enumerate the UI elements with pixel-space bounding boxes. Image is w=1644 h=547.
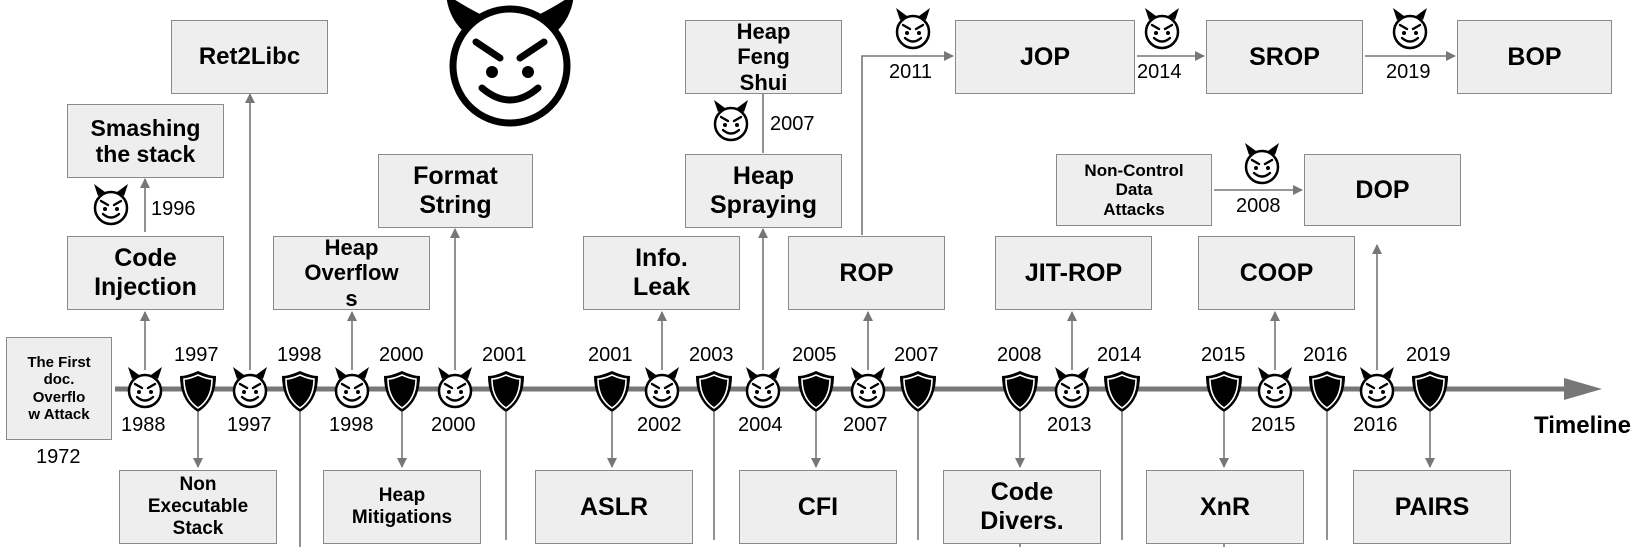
box-dop: DOP: [1304, 154, 1461, 226]
defense-shield-icon-2001b: [593, 370, 631, 413]
box-jit-rop: JIT-ROP: [995, 236, 1152, 310]
year-defense-1998: 1998: [277, 344, 322, 366]
defense-shield-icon-2014: [1103, 370, 1141, 413]
year-defense-2016: 2016: [1303, 344, 1348, 366]
attack-devil-icon-1997: [231, 365, 269, 409]
jop-devil-icon: [894, 6, 932, 50]
box-heap-spraying: Heap Spraying: [685, 154, 842, 228]
attack-devil-icon-2004: [744, 365, 782, 409]
box-rop: ROP: [788, 236, 945, 310]
bop-devil-icon: [1391, 6, 1429, 50]
year-defense-2003: 2003: [689, 344, 734, 366]
box-code-diversity: Code Divers.: [943, 470, 1101, 544]
smashing-devil-icon: [92, 182, 130, 226]
defense-shield-icon-1998: [281, 370, 319, 413]
defense-shield-icon-2005: [797, 370, 835, 413]
year-bop-2019: 2019: [1386, 61, 1431, 83]
box-heap-feng-shui: Heap Feng Shui: [685, 19, 842, 95]
attack-devil-icon-2016: [1358, 365, 1396, 409]
box-ret2libc: Ret2Libc: [171, 20, 328, 94]
defense-shield-icon-2016: [1308, 370, 1346, 413]
attack-devil-icon-2002: [643, 365, 681, 409]
defense-shield-icon-2015: [1205, 370, 1243, 413]
year-defense-2001b: 2001: [588, 344, 633, 366]
attack-devil-icon-2013: [1053, 365, 1091, 409]
dop-devil-icon: [1243, 141, 1281, 185]
box-non-executable-stack: Non Executable Stack: [119, 470, 277, 544]
attack-devil-icon-2007: [849, 365, 887, 409]
defense-descenders: [299, 412, 1328, 547]
defense-connectors: [193, 412, 1435, 468]
year-attack-2007: 2007: [843, 414, 888, 436]
box-xnr: XnR: [1146, 470, 1304, 544]
box-pairs: PAIRS: [1353, 470, 1511, 544]
year-attack-2016: 2016: [1353, 414, 1398, 436]
srop-devil-icon: [1143, 6, 1181, 50]
year-defense-2001: 2001: [482, 344, 527, 366]
defense-shield-icon-2019: [1411, 370, 1449, 413]
year-defense-2007: 2007: [894, 344, 939, 366]
defense-shield-icon-1997: [179, 370, 217, 413]
year-defense-2015: 2015: [1201, 344, 1246, 366]
box-heap-mitigations: Heap Mitigations: [323, 470, 481, 544]
defense-shield-icon-2001: [487, 370, 525, 413]
box-coop: COOP: [1198, 236, 1355, 310]
attack-devil-icon-2000: [436, 365, 474, 409]
box-jop: JOP: [955, 20, 1135, 94]
year-1972: 1972: [36, 446, 81, 468]
defense-shield-icon-2000: [383, 370, 421, 413]
box-heap-overflows: Heap Overflow s: [273, 235, 430, 311]
defense-shield-icon-2003: [695, 370, 733, 413]
year-defense-2014: 2014: [1097, 344, 1142, 366]
large-devil-icon: [446, 0, 574, 127]
year-defense-2019: 2019: [1406, 344, 1451, 366]
attack-devil-icon-1988: [126, 365, 164, 409]
year-feng-shui-2007: 2007: [770, 113, 815, 135]
year-attack-2002: 2002: [637, 414, 682, 436]
year-defense-2000: 2000: [379, 344, 424, 366]
box-code-injection: Code Injection: [67, 236, 224, 310]
year-attack-2000: 2000: [431, 414, 476, 436]
box-first-doc-overflow: The First doc. Overflo w Attack: [6, 337, 112, 440]
box-aslr: ASLR: [535, 470, 693, 544]
year-attack-1988: 1988: [121, 414, 166, 436]
box-info-leak: Info. Leak: [583, 236, 740, 310]
year-srop-2014: 2014: [1137, 61, 1182, 83]
year-attack-1997: 1997: [227, 414, 272, 436]
year-attack-2004: 2004: [738, 414, 783, 436]
defense-shield-icon-2007: [899, 370, 937, 413]
box-srop: SROP: [1206, 20, 1363, 94]
year-attack-2015: 2015: [1251, 414, 1296, 436]
attack-devil-icon-1998: [333, 365, 371, 409]
box-smashing-the-stack: Smashing the stack: [67, 104, 224, 178]
feng-shui-devil-icon: [712, 98, 750, 142]
year-defense-2008: 2008: [997, 344, 1042, 366]
attack-devil-icon-2015: [1256, 365, 1294, 409]
box-format-string: Format String: [378, 154, 533, 228]
box-non-control-data-attacks: Non-Control Data Attacks: [1056, 154, 1212, 226]
year-dop-2008: 2008: [1236, 195, 1281, 217]
year-attack-2013: 2013: [1047, 414, 1092, 436]
timeline-label: Timeline: [1534, 412, 1631, 439]
year-jop-2011: 2011: [889, 61, 933, 83]
defense-shield-icon-2008: [1001, 370, 1039, 413]
year-attack-1998: 1998: [329, 414, 374, 436]
box-cfi: CFI: [739, 470, 897, 544]
attack-connectors: [140, 51, 1456, 370]
year-defense-1997: 1997: [174, 344, 219, 366]
year-smashing-1996: 1996: [151, 198, 196, 220]
box-bop: BOP: [1457, 20, 1612, 94]
year-defense-2005: 2005: [792, 344, 837, 366]
timeline-arrowhead: [1564, 378, 1602, 400]
